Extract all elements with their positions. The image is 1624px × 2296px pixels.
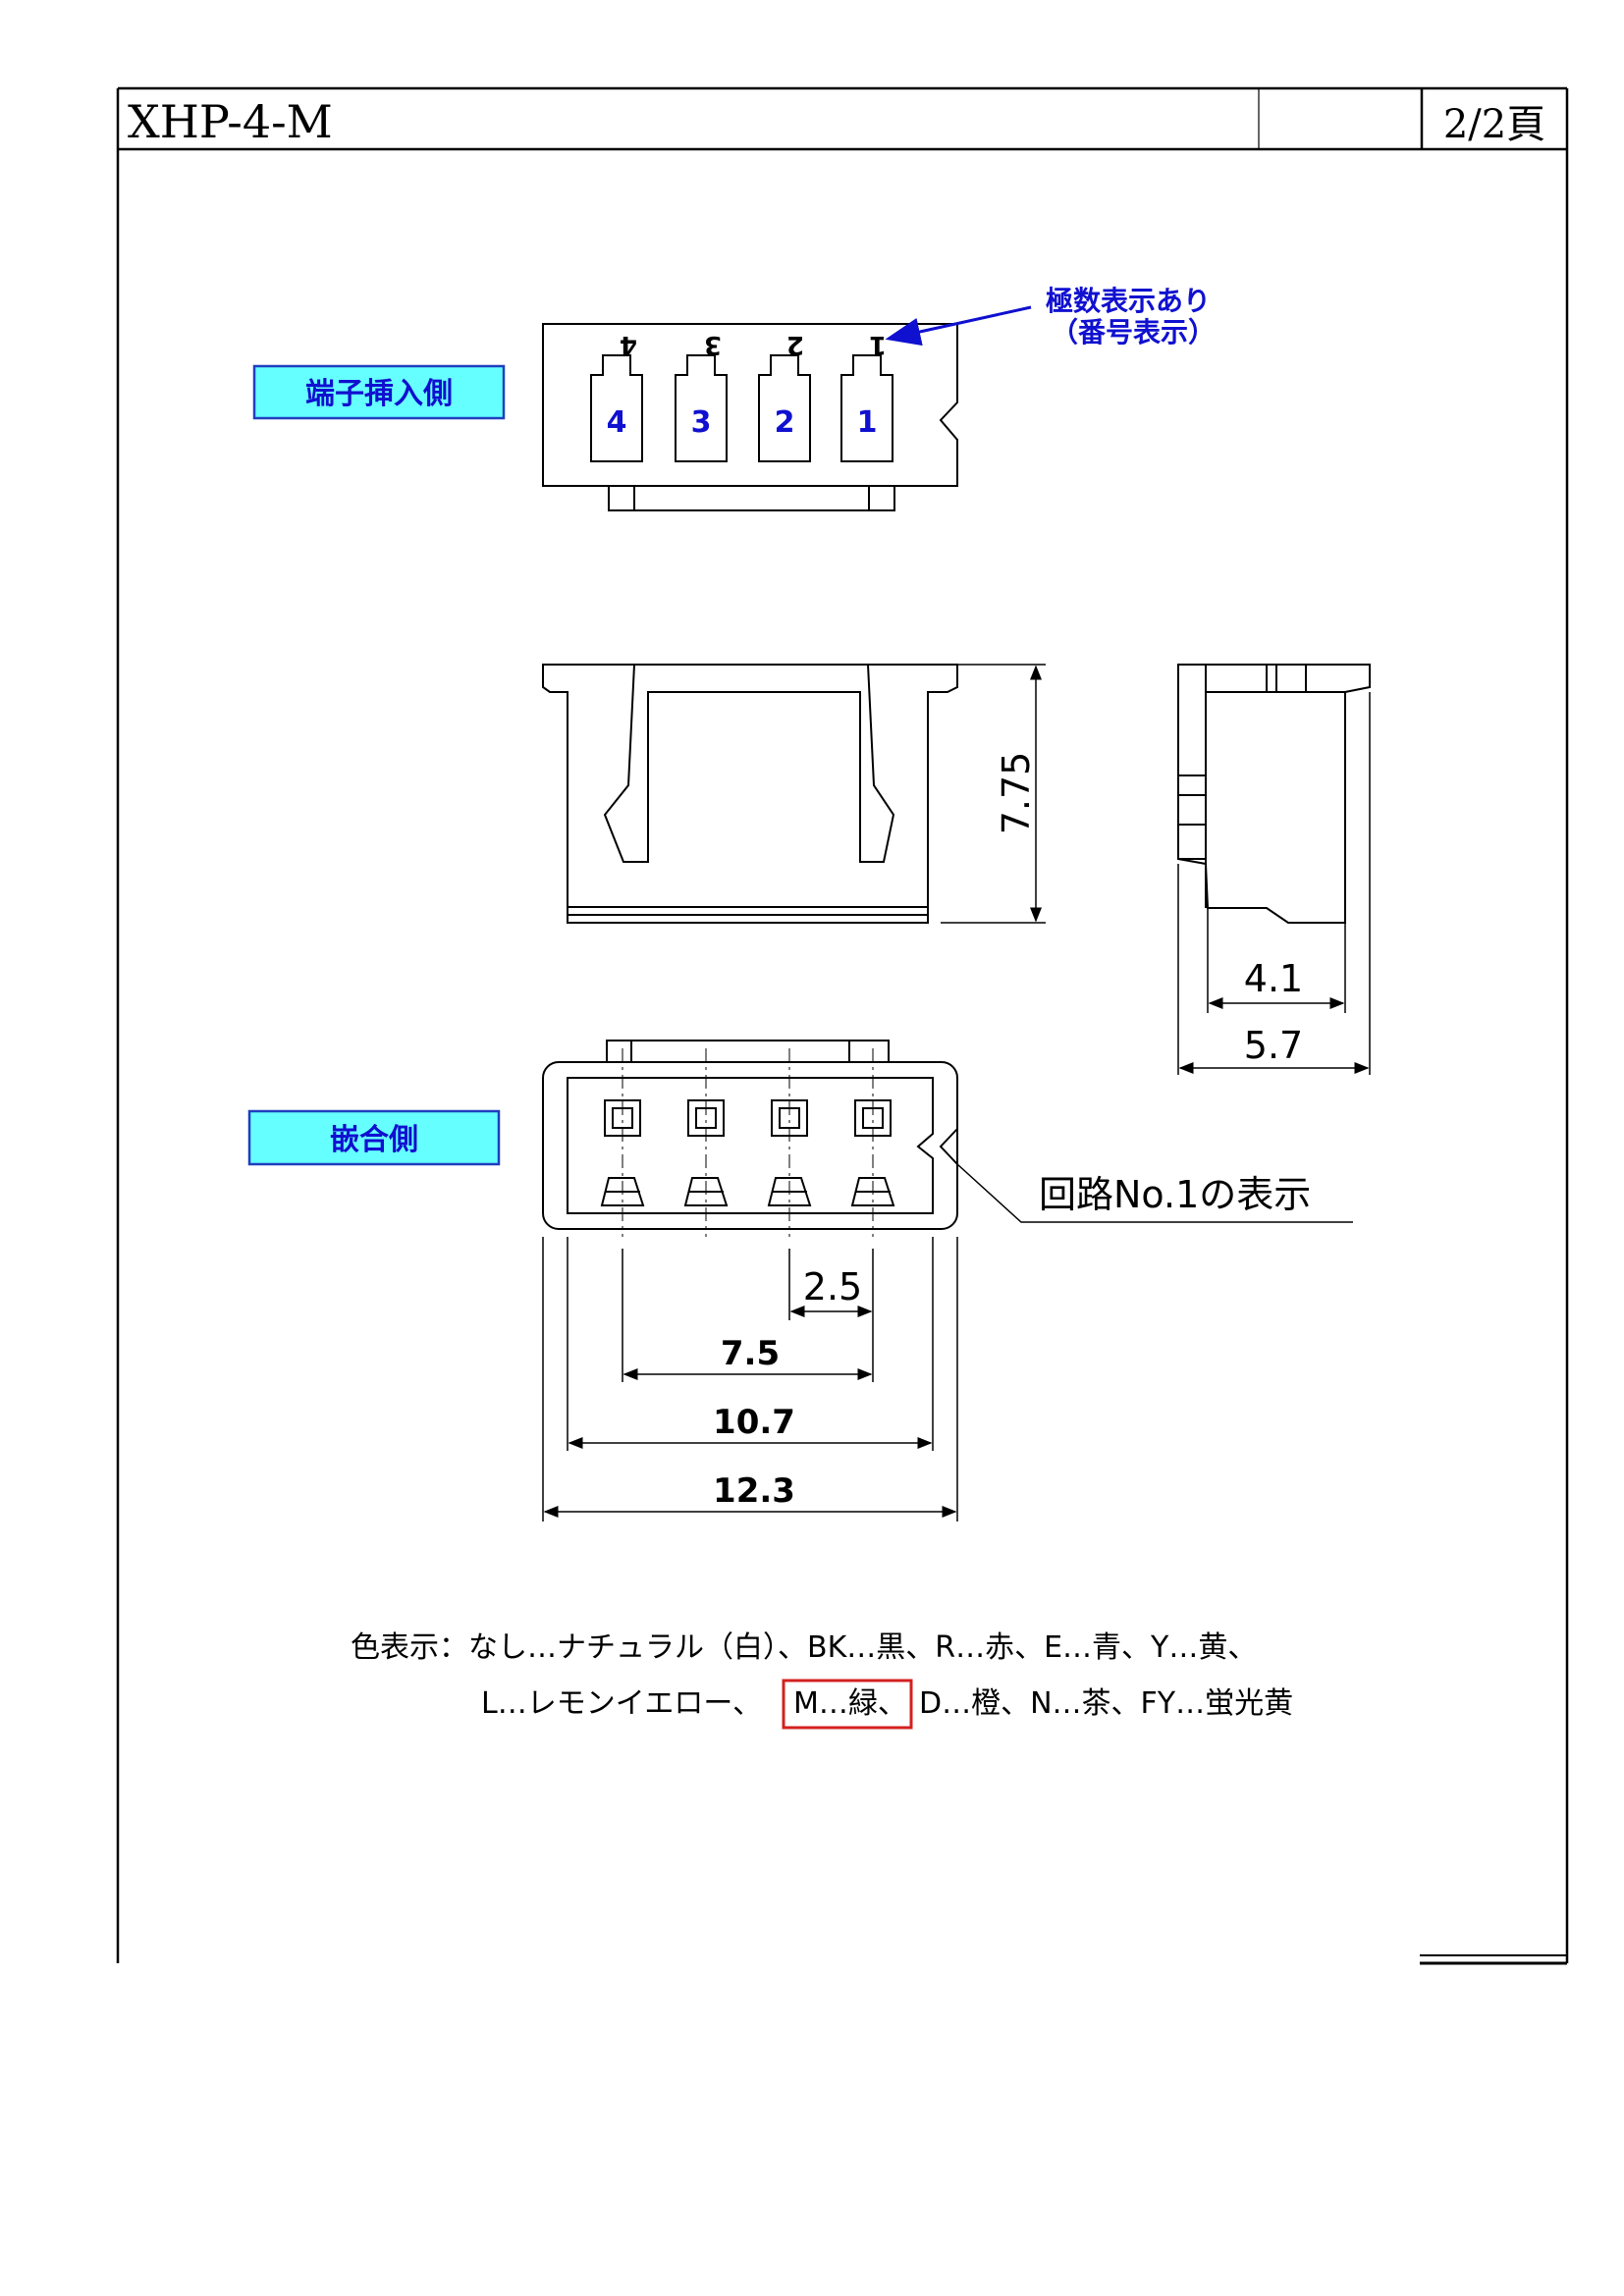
color-codes-line2-highlight: M…緑、 (793, 1686, 907, 1721)
mirrored-pin-numbers: 4 3 2 1 (620, 330, 887, 359)
pin-number-3: 3 (691, 405, 712, 440)
circuit-callout-leader (956, 1163, 1353, 1223)
page-number: 2/2頁 (1443, 102, 1545, 147)
mating-dimensions (542, 1237, 958, 1522)
slot-3 (675, 354, 728, 462)
highlight-box (782, 1679, 913, 1730)
slot-1 (840, 354, 893, 462)
annotation-arrow (885, 305, 1032, 347)
terminal-side-label: 端子挿入側 (305, 377, 453, 411)
color-codes-line1: 色表示：なし…ナチュラル（白）、BK…黒、R…赤、E…青、Y…黄、 (351, 1630, 1257, 1665)
mirrored-number-4: 4 (620, 330, 637, 359)
side-inner-dimension: 4.1 (1244, 957, 1303, 1000)
inner-width-dimension: 10.7 (713, 1403, 795, 1442)
pin-span-dimension: 7.5 (721, 1334, 780, 1373)
slot-2 (758, 354, 811, 462)
slot-4 (590, 354, 643, 462)
mating-side-view (542, 1040, 958, 1230)
mirrored-number-1: 1 (869, 330, 887, 359)
annotation-line2: （番号表示） (1051, 316, 1216, 348)
mirrored-number-3: 3 (704, 330, 722, 359)
terminal-side-label-box (252, 364, 506, 420)
pin-centerlines (622, 1048, 874, 1237)
side-outer-dimension: 5.7 (1244, 1024, 1303, 1067)
color-codes-line2-post: D…橙、N…茶、FY…蛍光黄 (919, 1686, 1293, 1721)
height-dimension (941, 664, 1046, 924)
height-dimension-value: 7.75 (995, 752, 1038, 835)
pin-number-1: 1 (857, 405, 878, 440)
side-view (1177, 664, 1371, 924)
terminal-side-view (542, 323, 958, 511)
side-dimensions (1177, 692, 1371, 1075)
overall-width-dimension: 12.3 (713, 1471, 795, 1511)
pin-number-4: 4 (607, 405, 627, 440)
pin-number-2: 2 (775, 405, 795, 440)
color-codes-line2-pre: L…レモンイエロー、 (481, 1686, 762, 1721)
color-codes-line2: L…レモンイエロー、 M…緑、 D…橙、N…茶、FY…蛍光黄 (481, 1686, 1293, 1721)
title-block (116, 86, 1569, 1965)
mating-side-label: 嵌合側 (330, 1123, 418, 1157)
circuit-callout: 回路No.1の表示 (1039, 1173, 1311, 1216)
mirrored-number-2: 2 (786, 330, 804, 359)
part-number: XHP-4-M (128, 95, 333, 148)
annotation-line1: 極数表示あり (1046, 285, 1211, 317)
pitch-dimension: 2.5 (803, 1265, 862, 1308)
contact-windows (604, 1099, 892, 1137)
pin-numbers: 4 3 2 1 (607, 405, 878, 440)
top-view (542, 664, 958, 924)
mating-side-label-box (247, 1109, 501, 1166)
contact-openings (600, 1177, 895, 1206)
